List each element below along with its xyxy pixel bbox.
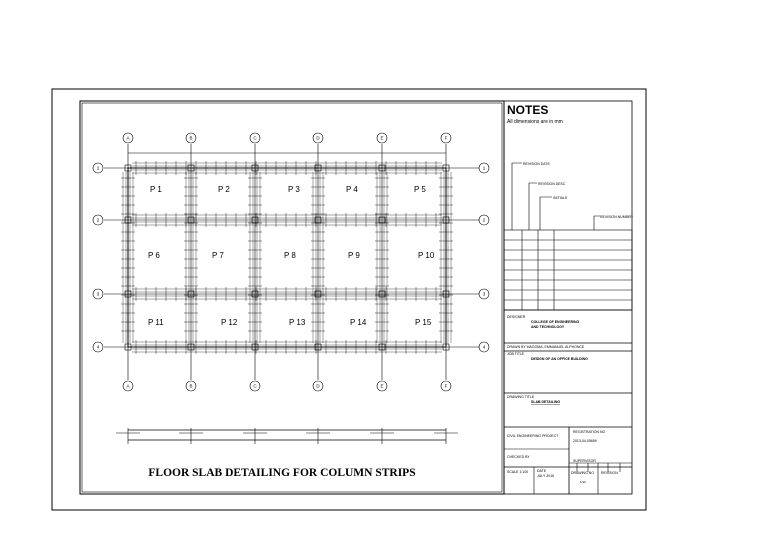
registration-label: REGISTRATION NO <box>573 430 605 434</box>
grid-bubble <box>478 288 490 300</box>
revision-label-2: REVISION DESC <box>538 182 566 186</box>
registration-no: 2013-04-05659 <box>573 439 597 443</box>
notes-text: All dimensions are in mm <box>507 119 563 125</box>
drawn-by: DRAWN BY MAGOMA, EMMANUEL ALPHONCE <box>507 345 585 349</box>
drawing-frame <box>79 100 505 495</box>
drawing-no-label: DRAWING NO <box>571 471 594 475</box>
grid-label: 1 <box>97 166 100 171</box>
panel-label: P 14 <box>350 318 367 327</box>
grid-label: E <box>380 136 383 141</box>
panel-label: P 9 <box>348 251 360 260</box>
project-label: CIVIL ENGINEERING PROJECT <box>507 434 559 438</box>
drawing-title-value: SLAB DETAILING <box>531 400 560 404</box>
grid-label: C <box>253 136 257 141</box>
grid-bubble <box>92 162 104 174</box>
grid-bubble <box>185 380 197 392</box>
grid-bubble <box>122 132 134 144</box>
panel-label: P 6 <box>148 251 160 260</box>
grid-label: 4 <box>483 345 486 350</box>
supervisor-label: SUPERVISOR <box>573 459 596 463</box>
designer-label: DESIGNER <box>507 315 526 319</box>
date-value: JULY 2016 <box>537 474 554 478</box>
panel-label: P 8 <box>284 251 296 260</box>
date-label: DATE <box>537 469 547 473</box>
panel-label: P 12 <box>221 318 238 327</box>
grid-label: A <box>126 384 129 389</box>
grid-label: C <box>253 384 257 389</box>
grid-bubble <box>122 380 134 392</box>
grid-label: 3 <box>97 292 100 297</box>
revision-label-3: INITIALS <box>553 196 568 200</box>
institution-line-2: AND TECHNOLOGY <box>531 325 565 329</box>
grid-label: 1 <box>483 166 486 171</box>
grid-label: B <box>189 384 192 389</box>
drawing-no-value: 1/10 <box>580 480 586 484</box>
grid-label: F <box>445 136 448 141</box>
panel-label: P 10 <box>418 251 435 260</box>
drawing-title-label: DRAWING TITLE <box>507 395 535 399</box>
grid-label: A <box>126 136 129 141</box>
title-block: NOTES All dimensions are in mm REVISION … <box>503 100 633 495</box>
grid-bubbles: A A B B C C D D E E F F 1 1 2 2 3 3 4 4 <box>92 132 490 392</box>
grid-bubble <box>185 132 197 144</box>
institution-line-1: COLLEGE OF ENGINEERING <box>531 320 580 324</box>
drawing-frame-inner <box>81 102 503 493</box>
panel-label: P 15 <box>415 318 432 327</box>
grid-label: B <box>189 136 192 141</box>
column-strip-section <box>116 428 458 444</box>
grid-label: E <box>380 384 383 389</box>
grid-bubble <box>92 214 104 226</box>
panel-label: P 1 <box>150 185 162 194</box>
grid-bubble <box>312 380 324 392</box>
grid-bubble <box>312 132 324 144</box>
grid-bubble <box>440 132 452 144</box>
grid-bubble <box>92 288 104 300</box>
panel-label: P 2 <box>218 185 230 194</box>
revision-table <box>503 229 633 311</box>
panel-label: P 3 <box>288 185 300 194</box>
panel-labels: P 1 P 2 P 3 P 4 P 5 P 6 P 7 P 8 P 9 P 10 P 11 P 12 P… <box>148 185 435 327</box>
rebar-layer <box>121 161 453 354</box>
scale-label: SCALE 1:100 <box>507 470 528 474</box>
job-title: DESIGN OF AN OFFICE BUILDING <box>531 357 588 361</box>
grid-lines <box>104 144 479 380</box>
grid-label: F <box>445 384 448 389</box>
panel-label: P 11 <box>148 318 164 327</box>
revision-leaders <box>511 162 600 230</box>
grid-bubble <box>376 380 388 392</box>
checked-by: CHECKED BY <box>507 455 530 459</box>
revision-label-1: REVISION DATE <box>523 162 550 166</box>
panel-label: P 4 <box>346 185 358 194</box>
grid-label: 4 <box>97 345 100 350</box>
job-title-label: JOB TITLE <box>507 352 525 356</box>
revision-label-4: REVISION NUMBER <box>600 215 633 219</box>
grid-label: D <box>316 384 320 389</box>
grid-label: 2 <box>483 218 486 223</box>
grid-bubble <box>249 380 261 392</box>
grid-bubble <box>478 162 490 174</box>
grid-label: 2 <box>97 218 100 223</box>
grid-bubble <box>478 341 490 353</box>
grid-label: 3 <box>483 292 486 297</box>
panel-label: P 7 <box>212 251 224 260</box>
grid-bubble <box>376 132 388 144</box>
grid-bubble <box>249 132 261 144</box>
revision-label: REVISION <box>601 471 618 475</box>
grid-label: D <box>316 136 320 141</box>
panel-label: P 13 <box>289 318 306 327</box>
panel-label: P 5 <box>414 185 426 194</box>
grid-bubble <box>478 214 490 226</box>
drawing-title: FLOOR SLAB DETAILING FOR COLUMN STRIPS <box>148 467 415 479</box>
grid-bubble <box>440 380 452 392</box>
grid-bubble <box>92 341 104 353</box>
sheet-outer-border <box>51 88 647 511</box>
notes-title: NOTES <box>507 103 548 117</box>
